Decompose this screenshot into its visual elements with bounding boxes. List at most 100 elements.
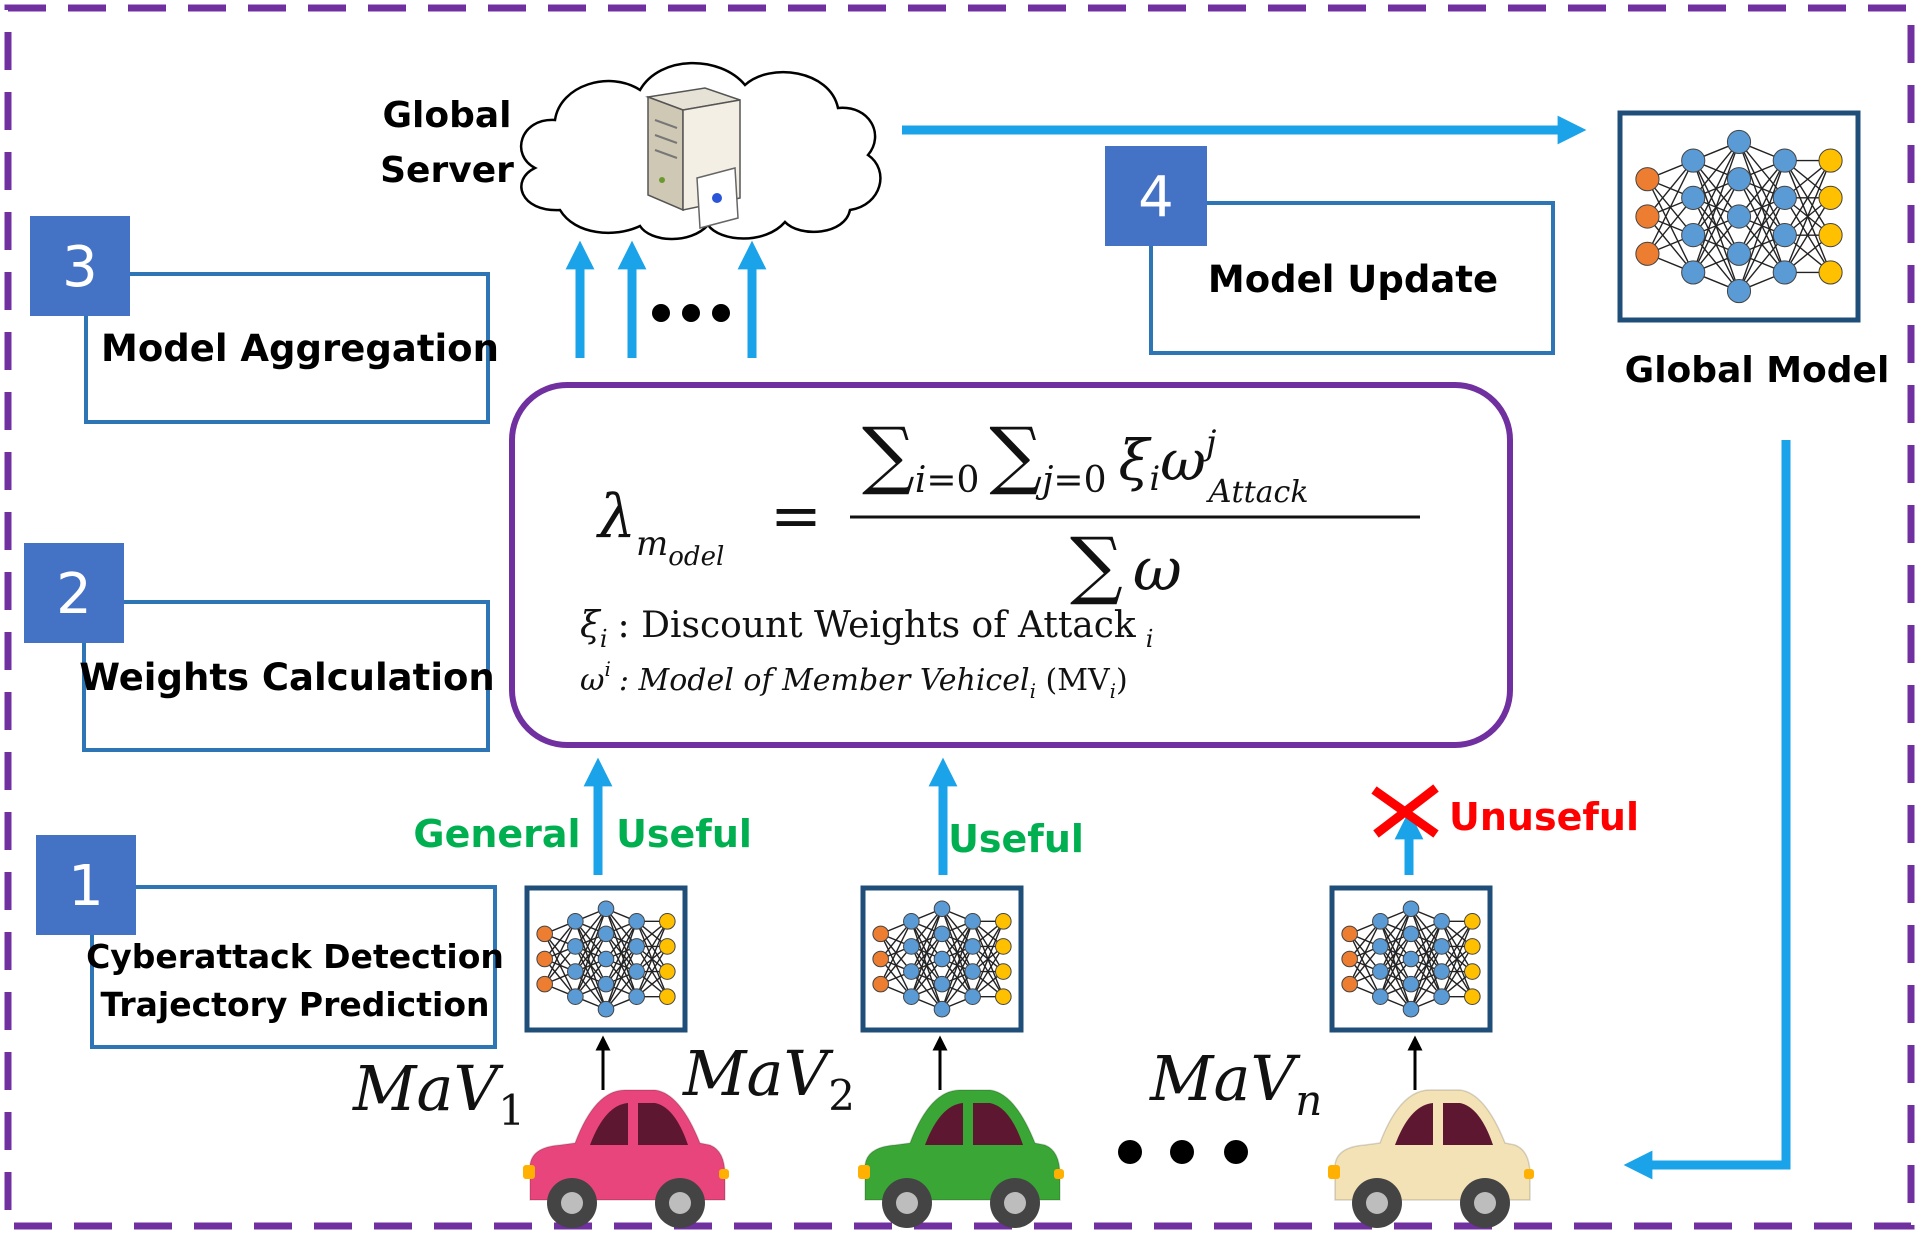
step-2-weights-calculation: 2 Weights Calculation <box>24 543 495 752</box>
step-number-box <box>30 216 130 316</box>
network-node <box>1681 148 1706 173</box>
car-window <box>590 1103 628 1145</box>
ellipsis-dot <box>682 304 700 322</box>
network-node <box>933 900 951 918</box>
vehicle-2-group: Useful MaV2 <box>682 757 1084 1228</box>
network-node <box>964 938 981 955</box>
network-edge <box>574 933 607 997</box>
step-number-box <box>24 543 124 643</box>
network-node <box>1433 988 1450 1005</box>
network-node <box>1464 913 1481 930</box>
network-node <box>1464 988 1481 1005</box>
network-node <box>1681 223 1706 248</box>
useful-label: Useful <box>948 817 1084 861</box>
step-label-line1: Cyberattack Detection <box>86 937 504 976</box>
network-node <box>964 988 981 1005</box>
car-hub <box>669 1192 691 1214</box>
network-node <box>1635 204 1660 229</box>
step-number-box <box>1105 146 1207 246</box>
network-node <box>1772 185 1797 210</box>
network-node <box>995 988 1012 1005</box>
network-node <box>933 975 951 993</box>
car-window <box>925 1103 963 1145</box>
network-edge <box>1410 946 1443 1010</box>
ellipsis-dot <box>652 304 670 322</box>
network-node <box>1681 260 1706 285</box>
network-node <box>536 975 553 993</box>
network-node <box>597 1000 615 1018</box>
neural-network-icon <box>872 900 1012 1018</box>
network-edge <box>636 921 668 997</box>
network-edge <box>1738 160 1786 255</box>
server-label-line2: Server <box>380 150 514 191</box>
car-window <box>638 1103 688 1145</box>
network-edge <box>636 946 668 998</box>
car-hub <box>561 1192 583 1214</box>
network-node <box>567 988 584 1005</box>
step-4-model-update: 4 Model Update <box>1105 146 1555 355</box>
car-window <box>973 1103 1023 1145</box>
step-number: 4 <box>1138 165 1174 230</box>
network-node <box>1726 129 1752 155</box>
network-edge <box>941 946 974 1010</box>
car-light <box>858 1165 870 1179</box>
network-node <box>1433 963 1450 980</box>
network-node <box>1818 223 1843 248</box>
network-edge <box>574 908 607 997</box>
network-edge <box>941 921 974 985</box>
car-hub <box>1366 1192 1388 1214</box>
neural-network-icon <box>1341 900 1481 1018</box>
network-edge <box>1379 908 1412 997</box>
general-label: General <box>413 812 580 856</box>
step-number: 1 <box>68 854 104 919</box>
network-node <box>659 913 676 930</box>
network-node <box>964 963 981 980</box>
server-icon <box>645 87 741 229</box>
network-node <box>964 913 981 930</box>
network-node <box>1372 988 1389 1005</box>
network-node <box>903 963 920 980</box>
network-edge <box>972 946 1004 998</box>
network-node <box>903 988 920 1005</box>
neural-network-icon <box>1635 129 1843 304</box>
car-light <box>719 1169 729 1179</box>
network-edge <box>1410 921 1443 1010</box>
network-node <box>1681 185 1706 210</box>
car-light <box>523 1165 535 1179</box>
network-edge <box>910 908 943 972</box>
network-node <box>567 938 584 955</box>
aggregation-arrows <box>565 240 767 358</box>
car-icon <box>858 1089 1064 1228</box>
network-edge <box>1784 160 1832 236</box>
network-edge <box>1738 160 1786 292</box>
network-edge <box>1410 921 1443 985</box>
car-light <box>1328 1165 1340 1179</box>
network-edge <box>1784 160 1832 273</box>
network-node <box>1464 938 1481 955</box>
network-node <box>872 975 889 993</box>
network-node <box>872 925 889 943</box>
step-label: Model Aggregation <box>101 327 499 370</box>
network-edge <box>1692 178 1740 273</box>
vehicle-n-group: Unuseful MaVn <box>1149 784 1639 1228</box>
step-number-box <box>36 835 136 935</box>
network-edge <box>605 921 638 1010</box>
network-node <box>597 900 615 918</box>
car-light <box>1524 1169 1534 1179</box>
model-update-return-arrow <box>1623 440 1791 1180</box>
network-node <box>1341 950 1358 968</box>
car-icon <box>1328 1089 1534 1228</box>
car-window <box>1443 1103 1493 1145</box>
network-node <box>933 1000 951 1018</box>
network-node <box>1726 167 1752 192</box>
network-node <box>1726 241 1752 266</box>
network-node <box>995 938 1012 955</box>
global-server-cloud: Global Server <box>380 61 882 241</box>
network-node <box>1635 241 1660 266</box>
step-label-line2: Trajectory Prediction <box>101 985 490 1024</box>
network-node <box>933 950 951 968</box>
unuseful-label: Unuseful <box>1449 795 1639 839</box>
network-edge <box>880 921 912 985</box>
network-edge <box>1349 921 1381 985</box>
